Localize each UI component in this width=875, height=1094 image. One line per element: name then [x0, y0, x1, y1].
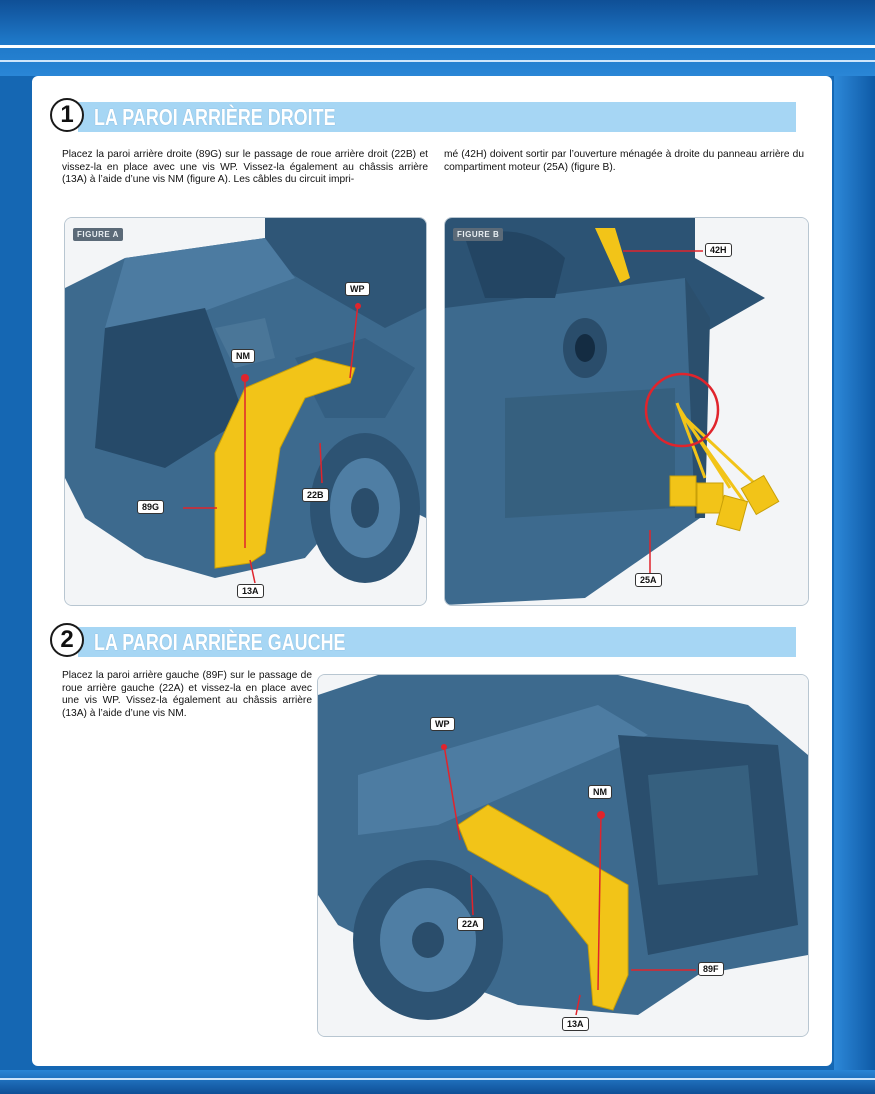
callout-wp: WP — [345, 282, 370, 296]
figure-a-illustration — [65, 218, 426, 605]
callout-nm: NM — [231, 349, 255, 363]
section-2-text: Placez la paroi arrière gauche (89F) sur… — [62, 670, 312, 719]
section-1-bar — [78, 102, 796, 132]
figure-b-tag: FIGURE B — [453, 228, 504, 241]
section-2-bar — [78, 627, 796, 657]
instruction-page: 1 LA PAROI ARRIÈRE DROITE Placez la paro… — [32, 76, 832, 1066]
callout-nm-2: NM — [588, 785, 612, 799]
section-1-title: LA PAROI ARRIÈRE DROITE — [94, 104, 336, 130]
figure-2: WP NM 22A 89F 13A — [317, 674, 809, 1037]
section-1-header: 1 LA PAROI ARRIÈRE DROITE — [50, 98, 810, 132]
page-edge — [834, 76, 875, 1070]
callout-89g: 89G — [137, 500, 165, 514]
figure-b: FIGURE B 42H 25A — [444, 217, 809, 606]
header-band — [0, 0, 875, 76]
callout-13a: 13A — [237, 584, 264, 598]
footer-stripe — [0, 1078, 875, 1080]
callout-22b: 22B — [302, 488, 329, 502]
callout-89f: 89F — [698, 962, 724, 976]
figure-a: FIGURE A WP NM 89G 22B 13A — [64, 217, 427, 606]
figure-a-tag: FIGURE A — [73, 228, 123, 241]
section-1-text-col1: Placez la paroi arrière droite (89G) sur… — [62, 149, 428, 186]
section-2-title: LA PAROI ARRIÈRE GAUCHE — [94, 629, 346, 655]
footer-band — [0, 1070, 875, 1094]
callout-wp-2: WP — [430, 717, 455, 731]
section-1-number: 1 — [50, 98, 84, 132]
callout-25a: 25A — [635, 573, 662, 587]
callout-13a-2: 13A — [562, 1017, 589, 1031]
figure-b-illustration — [445, 218, 808, 605]
header-stripe-thin — [0, 60, 875, 62]
figure-2-illustration — [318, 675, 808, 1036]
header-stripe — [0, 45, 875, 48]
section-2-number: 2 — [50, 623, 84, 657]
callout-22a: 22A — [457, 917, 484, 931]
section-1-text-col2: mé (42H) doivent sortir par l’ouverture … — [444, 149, 804, 173]
callout-42h: 42H — [705, 243, 732, 257]
section-2-header: 2 LA PAROI ARRIÈRE GAUCHE — [50, 623, 810, 657]
